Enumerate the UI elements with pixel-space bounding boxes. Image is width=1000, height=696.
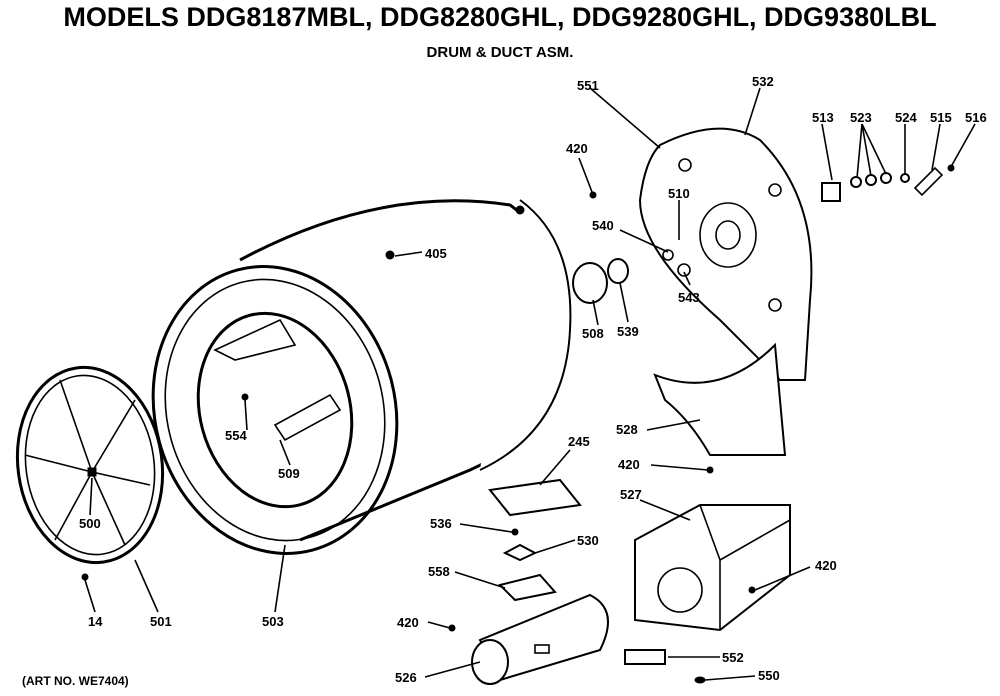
label-551: 551 (577, 78, 599, 93)
label-420-top: 420 (566, 141, 588, 156)
label-527: 527 (620, 487, 642, 502)
clip-530 (502, 543, 538, 562)
leader-lines (84, 87, 976, 681)
label-550: 550 (758, 668, 780, 683)
label-501: 501 (150, 614, 172, 629)
label-510: 510 (668, 186, 690, 201)
label-405: 405 (425, 246, 447, 261)
drum-assembly (151, 199, 572, 555)
label-509: 509 (278, 466, 300, 481)
label-523: 523 (850, 110, 872, 125)
label-420-bottom: 420 (397, 615, 419, 630)
label-554: 554 (225, 428, 247, 443)
label-543: 543 (678, 290, 700, 305)
label-420-right: 420 (815, 558, 837, 573)
label-14: 14 (88, 614, 103, 629)
label-530: 530 (577, 533, 599, 548)
thermostat-552 (624, 649, 666, 665)
label-245: 245 (568, 434, 590, 449)
label-508: 508 (582, 326, 604, 341)
label-528: 528 (616, 422, 638, 437)
art-number: (ART NO. WE7404) (22, 674, 129, 688)
label-524: 524 (895, 110, 917, 125)
duct-528 (653, 342, 787, 456)
label-552: 552 (722, 650, 744, 665)
label-526: 526 (395, 670, 417, 685)
plate-245 (488, 478, 582, 517)
label-532: 532 (752, 74, 774, 89)
roller-539 (607, 258, 629, 284)
label-420-mid: 420 (618, 457, 640, 472)
label-500: 500 (79, 516, 101, 531)
label-540: 540 (592, 218, 614, 233)
drum-roller-508 (572, 262, 608, 304)
label-558: 558 (428, 564, 450, 579)
label-513: 513 (812, 110, 834, 125)
door-ring (15, 365, 165, 565)
label-516: 516 (965, 110, 987, 125)
rear-bulkhead (638, 127, 813, 381)
label-515: 515 (930, 110, 952, 125)
label-503: 503 (262, 614, 284, 629)
hardware-parts (821, 164, 955, 202)
page-subtitle: DRUM & DUCT ASM. (426, 44, 574, 61)
cylinder-526 (471, 593, 609, 685)
page-title: MODELS DDG8187MBL, DDG8280GHL, DDG9280GH… (63, 2, 937, 32)
label-536: 536 (430, 516, 452, 531)
label-539: 539 (617, 324, 639, 339)
heater-housing (634, 504, 791, 632)
bracket-558 (498, 573, 557, 602)
